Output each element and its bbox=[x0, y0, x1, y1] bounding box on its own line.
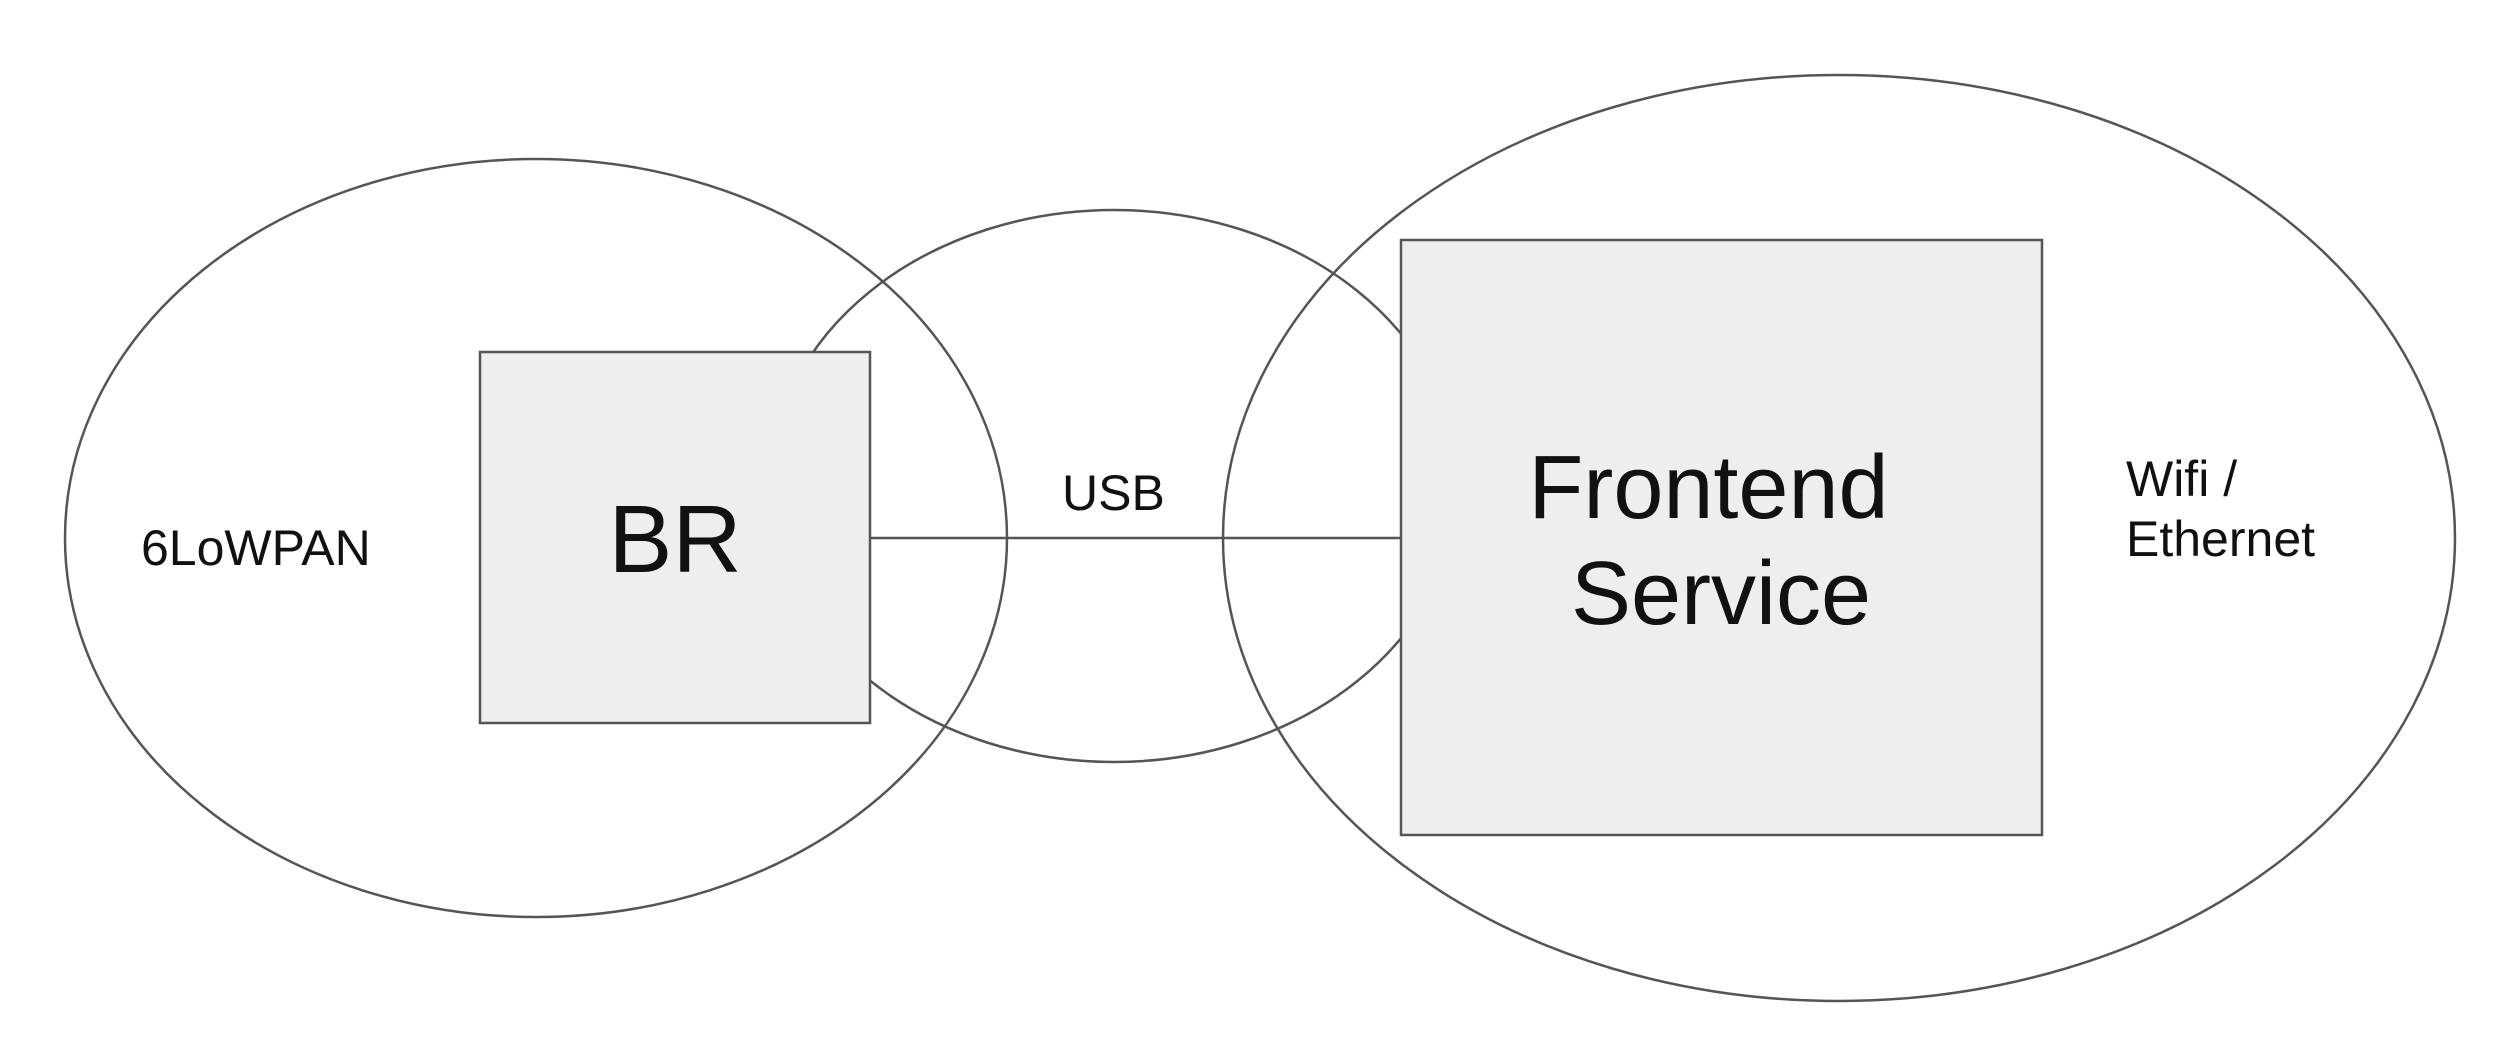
zone-wifi-label-line-2: Ethernet bbox=[2126, 511, 2315, 567]
node-frontend-label-line-2: Service bbox=[1571, 544, 1871, 644]
zone-usb-label: USB bbox=[1062, 465, 1165, 521]
node-frontend-service-box bbox=[1399, 238, 2044, 837]
zone-wifi-ethernet-label: Wifi / Ethernet bbox=[2126, 451, 2315, 567]
node-br-box bbox=[478, 350, 872, 725]
zone-6lowpan-label: 6LoWPAN bbox=[141, 520, 371, 576]
node-frontend-label-line-1: Frontend bbox=[1528, 438, 1888, 538]
zone-wifi-label-line-1: Wifi / bbox=[2126, 451, 2237, 507]
node-br-label: BR bbox=[608, 486, 741, 593]
node-frontend-service-label: Frontend Service bbox=[1528, 438, 1913, 644]
